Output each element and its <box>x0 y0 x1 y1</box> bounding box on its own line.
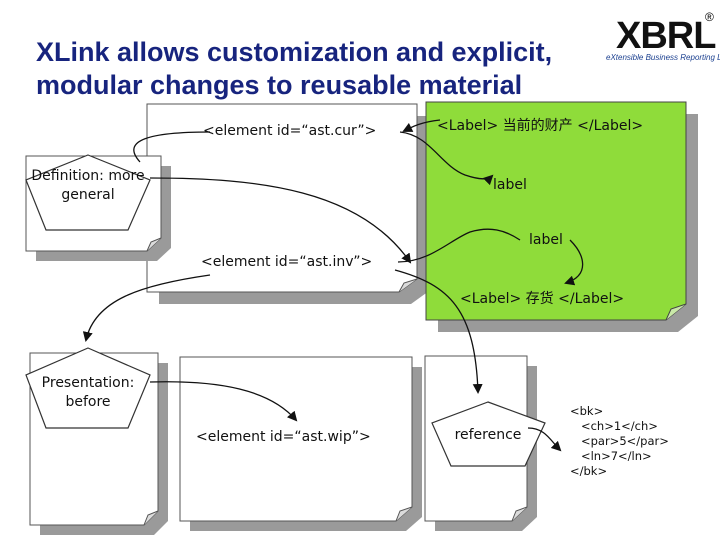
arc-reference-to-instance <box>527 427 562 452</box>
logo-wordmark: XBRL <box>616 15 716 57</box>
registered-mark: ® <box>705 10 714 24</box>
arc-label-page-to-cur <box>402 119 441 132</box>
reference-text: reference <box>454 427 522 443</box>
logo-tagline: eXtensible Business Reporting Language <box>606 53 720 62</box>
instance-fragment: <bk> <ch>1</ch> <par>5</par> <ln>7</ln> … <box>570 404 669 478</box>
schema-page <box>146 103 429 304</box>
definition-pentagon <box>25 154 151 231</box>
arc-definition-to-inv <box>149 177 412 264</box>
title-line-2: modular changes to reusable material <box>36 70 523 100</box>
label-arc-2: label <box>529 232 563 248</box>
arc-inv-to-reference <box>394 269 483 394</box>
arc-cur-to-definition <box>133 131 211 163</box>
element-ast-inv: <element id=“ast.inv”> <box>201 254 373 270</box>
arc-label-to-inv-label <box>564 239 584 286</box>
title-line-1: XLink allows customization and explicit, <box>36 37 553 67</box>
label-arc-1: label <box>493 177 527 193</box>
xbrl-logo: XBRL eXtensible Business Reporting Langu… <box>606 10 720 70</box>
reference-pentagon <box>431 401 546 467</box>
wip-page <box>179 356 422 531</box>
slide-title: XLink allows customization and explicit,… <box>36 36 552 102</box>
label-linkbase-page <box>425 101 698 332</box>
label-inventory: <Label> 存货 </Label> <box>460 291 625 307</box>
presentation-text: Presentation: before <box>41 375 135 410</box>
definition-text: Definition: more general <box>31 168 145 203</box>
arc-inv-to-label <box>397 228 521 263</box>
arc-presentation-to-wip <box>149 381 298 422</box>
element-ast-cur: <element id=“ast.cur”> <box>203 123 377 139</box>
arc-cur-to-label-page <box>399 131 494 186</box>
element-ast-wip: <element id=“ast.wip”> <box>196 429 371 445</box>
label-current-assets: <Label> 当前的财产 </Label> <box>437 118 644 134</box>
presentation-pentagon <box>25 347 151 429</box>
arc-inv-to-presentation <box>82 274 211 342</box>
